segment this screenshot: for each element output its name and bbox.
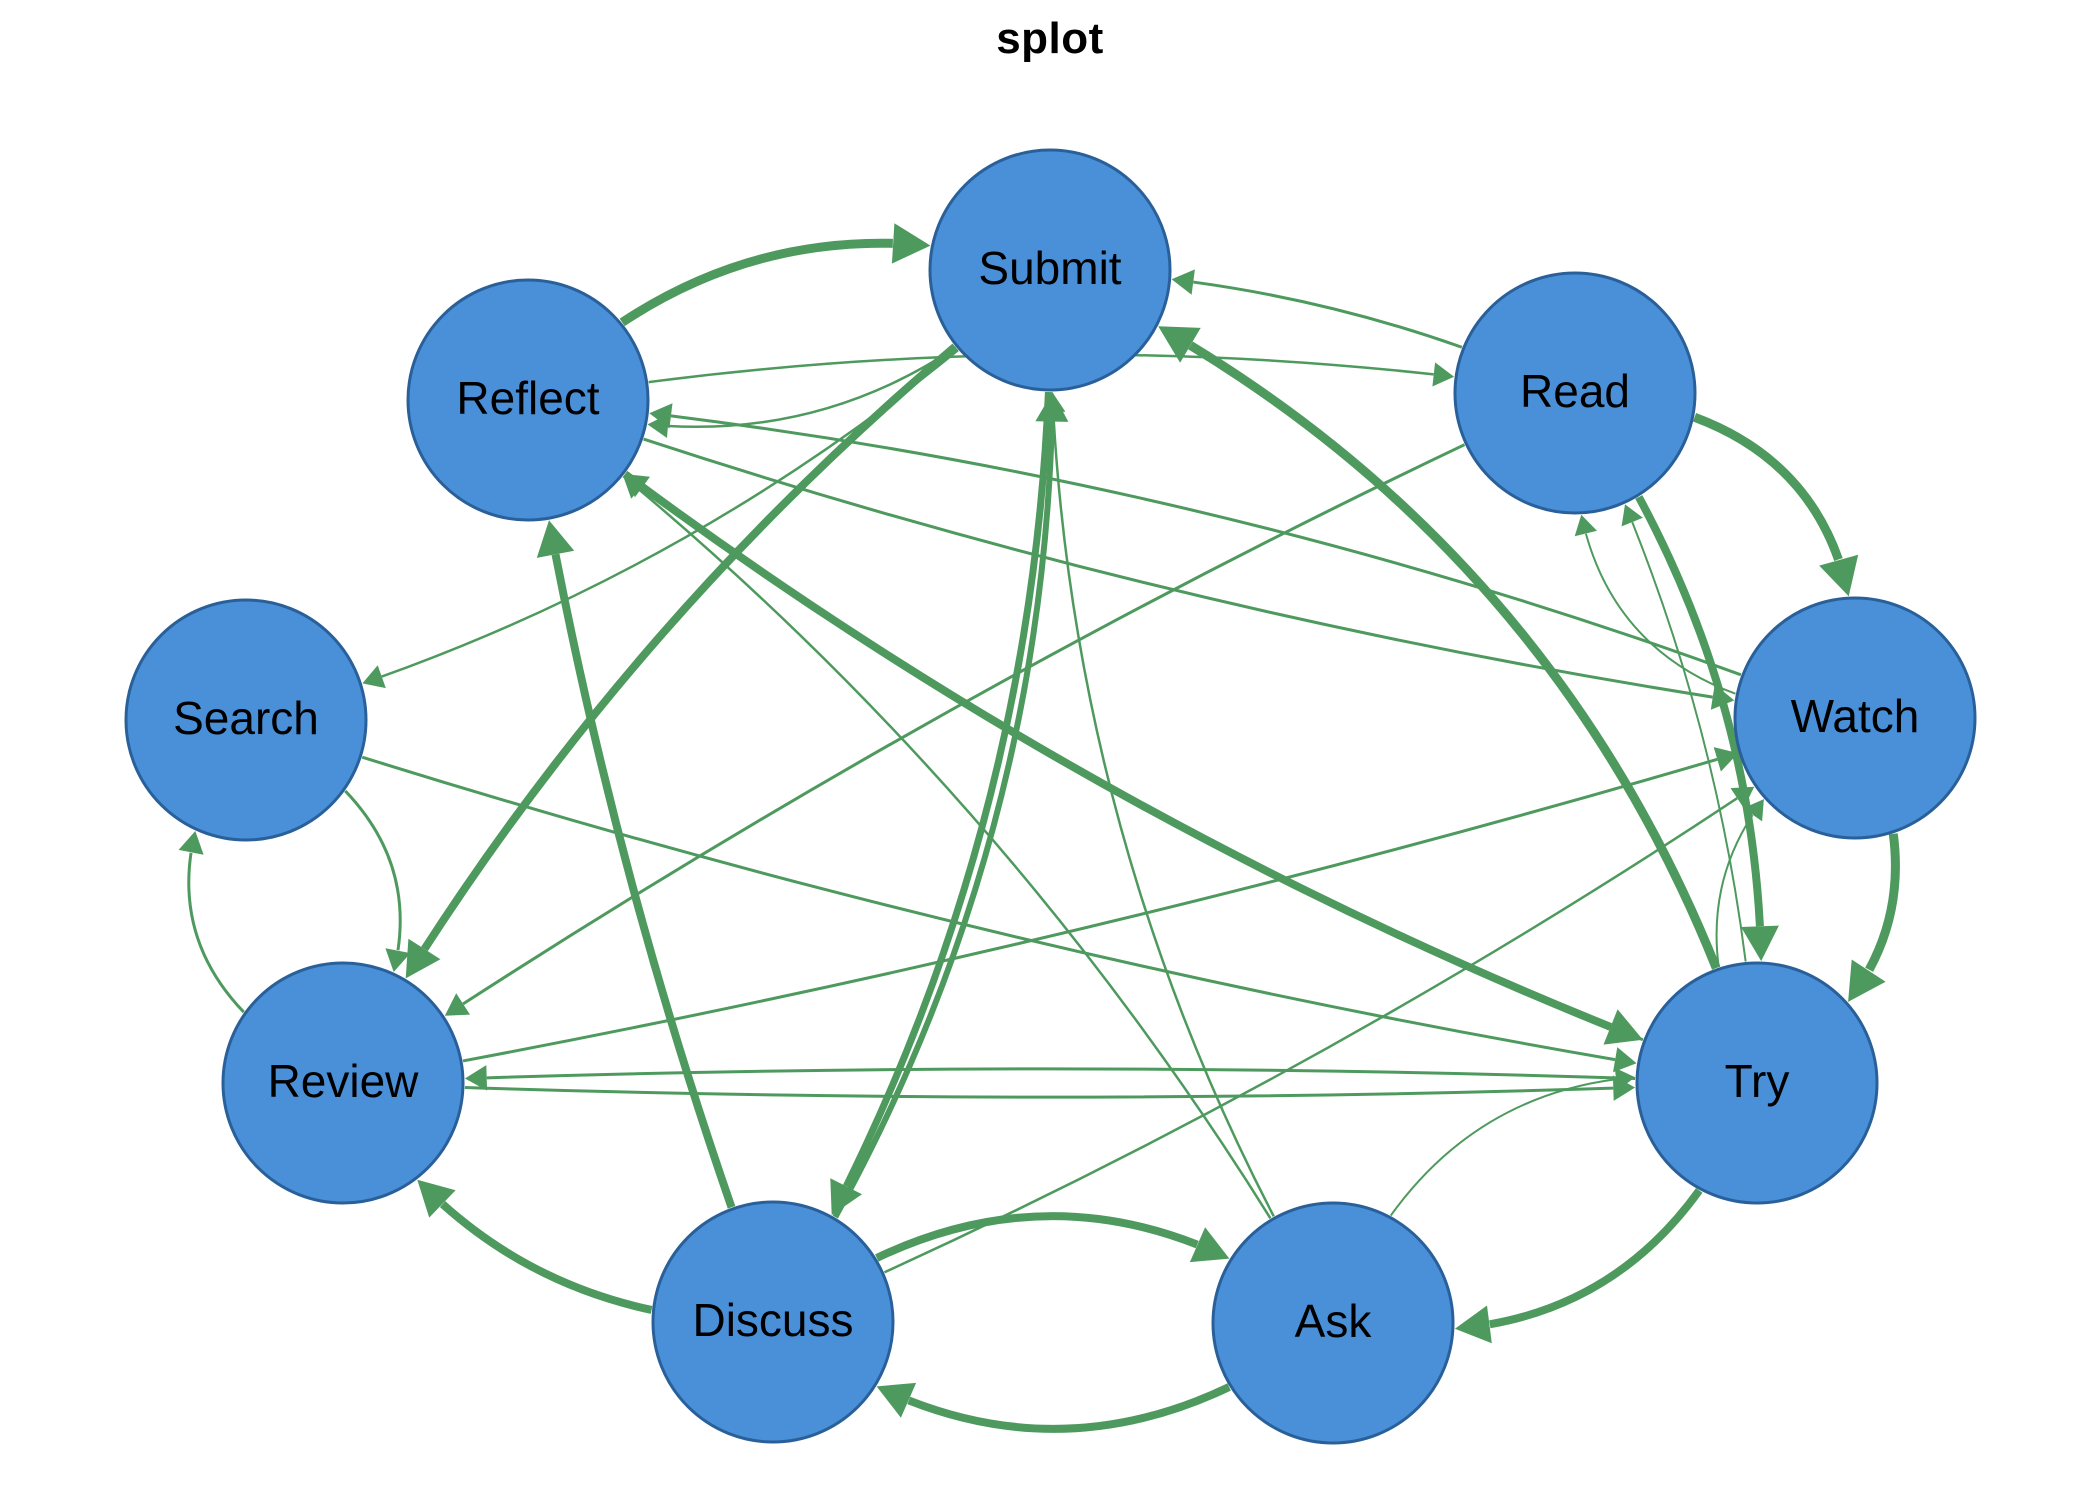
node-label: Ask: [1295, 1295, 1373, 1347]
graph-node-watch[interactable]: Watch: [1733, 596, 1977, 840]
graph-edge: [1489, 1188, 1703, 1329]
graph-edge-arrowhead: [417, 1179, 456, 1218]
graph-edge-arrowhead: [1741, 925, 1779, 962]
graph-edge: [486, 1067, 1636, 1081]
graph-node-discuss[interactable]: Discuss: [651, 1200, 895, 1444]
node-circle[interactable]: [928, 148, 1172, 392]
node-circle[interactable]: [651, 1200, 895, 1444]
graph-edge: [464, 1085, 1614, 1099]
graph-edge: [344, 789, 402, 951]
node-circle[interactable]: [1635, 961, 1879, 1205]
graph-edge-arrowhead: [1041, 392, 1066, 414]
graph-edge-arrowhead: [385, 948, 411, 972]
graph-edge: [875, 1212, 1199, 1262]
graph-edge: [1692, 413, 1843, 561]
node-circle[interactable]: [1211, 1201, 1455, 1445]
node-label: Watch: [1791, 690, 1920, 742]
graph-edge-arrowhead: [362, 665, 386, 689]
graph-edge-arrowhead: [1848, 959, 1886, 1002]
node-circle[interactable]: [1453, 271, 1697, 515]
node-circle[interactable]: [1733, 596, 1977, 840]
graph-edge: [1631, 521, 1747, 962]
node-label: Search: [173, 692, 319, 744]
graph-edge-arrowhead: [1730, 786, 1755, 809]
graph-edge: [1584, 533, 1736, 695]
graph-edge: [622, 470, 1613, 1031]
graph-edge: [1188, 341, 1721, 970]
graph-edge: [883, 797, 1738, 1274]
graph-edge: [1865, 833, 1900, 972]
graph-edge: [1635, 495, 1764, 927]
node-label: Discuss: [692, 1294, 853, 1346]
graph-edge-arrowhead: [1574, 514, 1597, 537]
graph-edge-arrowhead: [464, 1065, 488, 1091]
graph-edge: [361, 755, 1616, 1062]
node-circle[interactable]: [221, 961, 465, 1205]
graph-edge-arrowhead: [1171, 269, 1195, 295]
node-label: Submit: [978, 242, 1121, 294]
node-label: Try: [1725, 1055, 1790, 1107]
graph-edge: [641, 485, 1644, 1042]
graph-edge-arrowhead: [623, 476, 647, 499]
graph-edge: [907, 1383, 1231, 1433]
graph-node-search[interactable]: Search: [124, 598, 368, 842]
graph-node-review[interactable]: Review: [221, 961, 465, 1205]
graph-edge: [1715, 814, 1754, 968]
graph-edge-arrowhead: [1621, 504, 1643, 527]
graph-edge: [462, 443, 1466, 1006]
graph-edge-arrowhead: [1613, 1047, 1637, 1073]
graph-edge: [638, 488, 1272, 1219]
graph-node-try[interactable]: Try: [1635, 961, 1879, 1205]
node-circle[interactable]: [124, 598, 368, 842]
graph-edge: [832, 421, 1055, 1219]
node-circle[interactable]: [406, 278, 650, 522]
graph-node-reflect[interactable]: Reflect: [406, 278, 650, 522]
graph-edge: [1193, 280, 1463, 349]
edges-layer: [178, 223, 1900, 1433]
graph-edge: [843, 391, 1052, 1188]
graph-edge-arrowhead: [891, 223, 931, 264]
graph-edge: [670, 414, 1742, 677]
graph-edge: [551, 553, 736, 1209]
graph-edge-arrowhead: [1819, 554, 1859, 597]
graph-edge-arrowhead: [1158, 326, 1201, 363]
graph-edge: [421, 343, 958, 952]
node-label: Reflect: [456, 372, 599, 424]
graph-edge-arrowhead: [536, 520, 575, 558]
graph-edge-arrowhead: [1432, 362, 1455, 387]
node-label: Read: [1520, 365, 1630, 417]
graph-edge-arrowhead: [649, 403, 673, 429]
graph-edge: [619, 238, 893, 327]
page-title: splot: [996, 14, 1104, 63]
graph-node-ask[interactable]: Ask: [1211, 1201, 1455, 1445]
graph-edge: [462, 757, 1718, 1063]
graph-node-read[interactable]: Read: [1453, 271, 1697, 515]
graph-edge-arrowhead: [876, 1382, 917, 1418]
graph-edge-arrowhead: [1189, 1227, 1230, 1263]
graph-node-submit[interactable]: Submit: [928, 148, 1172, 392]
graph-edge: [187, 852, 245, 1014]
graph-edge: [1389, 1078, 1616, 1217]
graph-edge-arrowhead: [1614, 1067, 1636, 1091]
graph-edge-arrowhead: [1713, 747, 1739, 772]
graph-edge-arrowhead: [1454, 1305, 1492, 1344]
graph-edge-arrowhead: [178, 831, 204, 855]
graph-edge-arrowhead: [1743, 799, 1764, 822]
node-label: Review: [268, 1055, 420, 1107]
graph-edge: [668, 346, 957, 429]
graph-edge-arrowhead: [444, 993, 470, 1016]
graph-edge: [439, 1201, 653, 1314]
graph-edge-arrowhead: [405, 938, 441, 979]
